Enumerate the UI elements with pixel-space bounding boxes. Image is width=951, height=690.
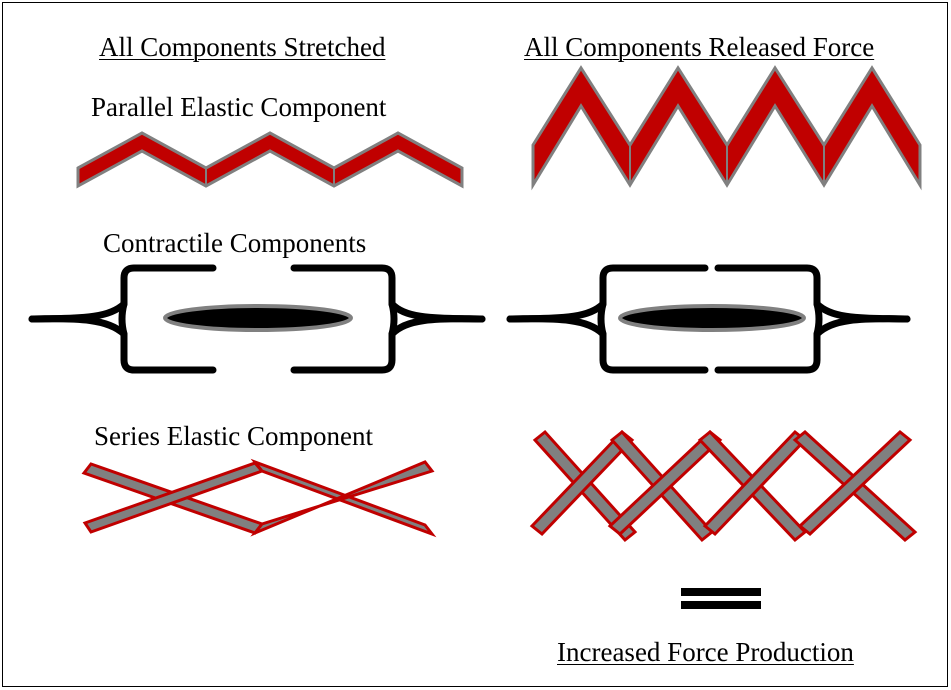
label-contractile: Contractile Components	[103, 228, 367, 258]
parallel-elastic-stretched	[76, 131, 464, 189]
label-result: Increased Force Production	[557, 637, 854, 667]
parallel-elastic-released	[531, 65, 922, 191]
series-elastic-released	[529, 429, 918, 543]
contractile-stretched-filament	[163, 304, 353, 332]
contractile-released-filament	[618, 304, 806, 332]
heading-released: All Components Released Force	[524, 32, 875, 62]
label-parallel-elastic: Parallel Elastic Component	[91, 92, 387, 122]
equals-sign	[681, 588, 761, 609]
contractile-released	[506, 264, 911, 374]
label-series-elastic: Series Elastic Component	[94, 421, 373, 451]
parallel-elastic-stretched-band	[76, 131, 464, 189]
series-elastic-stretched	[81, 458, 437, 538]
heading-stretched: All Components Stretched	[99, 32, 386, 62]
contractile-stretched	[28, 264, 486, 374]
